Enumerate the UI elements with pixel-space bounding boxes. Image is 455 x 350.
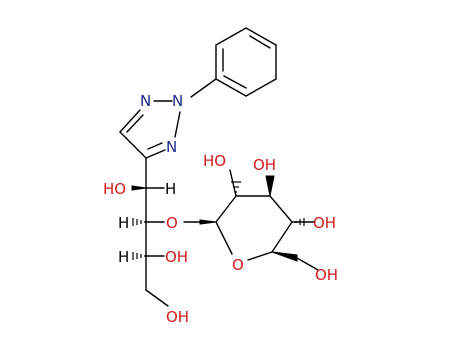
wedge-c1-oh (131, 185, 147, 191)
bond-n3-c4 (145, 149, 166, 159)
bonds (119, 27, 319, 307)
bond-g6-oh (296, 257, 319, 271)
atom-o-link: O (166, 214, 178, 232)
atom-oh-g6: OH (315, 266, 338, 284)
bond-c5-n1 (119, 109, 141, 133)
atom-oh-g3: OH (253, 156, 276, 174)
bond-ph-d1 (249, 35, 271, 49)
bond-c5-n1-d (126, 114, 144, 133)
bond-n3-c4-d (147, 142, 163, 150)
bond-g1-g2 (215, 195, 237, 223)
atom-labels: N N N HO H H O H OH OH O HO OH OH OH (103, 92, 338, 326)
bond-ph-n2 (190, 78, 217, 98)
wedge-g1-o (199, 219, 217, 225)
bond-g4-g5 (271, 221, 293, 253)
stereo-bonds (131, 175, 305, 262)
atom-oh-c3: OH (165, 248, 188, 266)
atom-ring-o: O (232, 256, 244, 274)
atom-oh-g4: OH (313, 214, 336, 232)
bond-ph-6 (215, 27, 247, 46)
hash-c2-h (132, 218, 146, 226)
bond-ph-4 (215, 78, 247, 97)
atom-ho-c1: HO (103, 180, 126, 198)
atom-n2: N (172, 92, 183, 110)
atom-h-c2: H (118, 214, 129, 232)
wedge-g3-oh (265, 175, 275, 197)
bond-oring-g1 (215, 221, 233, 255)
hash-g4-oh (295, 218, 305, 226)
hash-g2-oh (231, 181, 241, 193)
atom-oh-g2: HO (203, 152, 226, 170)
atom-n3: N (166, 138, 177, 156)
bond-c4-oh (145, 289, 169, 307)
hash-c3-h (132, 252, 146, 260)
bond-g5-oring (247, 251, 273, 261)
atom-n1: N (140, 92, 151, 110)
bond-ph-d2 (223, 75, 247, 89)
atom-h-c3: H (118, 248, 129, 266)
bond-ph-1 (245, 27, 277, 46)
atom-h-c1: H (165, 180, 176, 198)
bond-n2-n3 (174, 111, 181, 138)
atom-oh-c4: OH (166, 308, 189, 326)
bond-c4-c5 (119, 131, 147, 159)
bond-ph-3 (245, 78, 277, 97)
bond-g3-g4 (269, 195, 293, 223)
wedge-g5-c6 (271, 251, 298, 262)
